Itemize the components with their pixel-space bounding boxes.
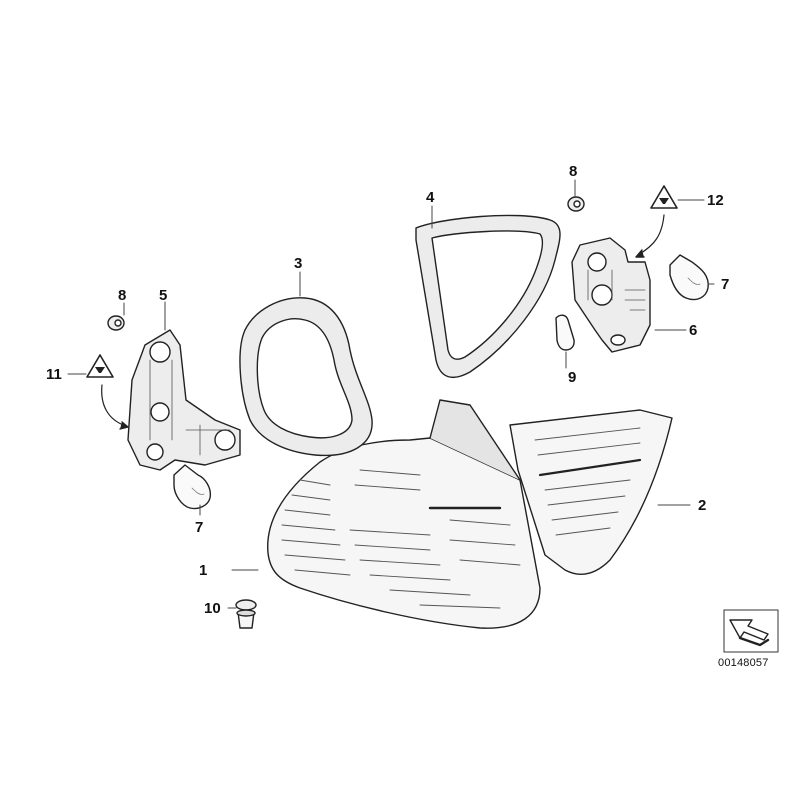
grommet-right[interactable] — [567, 196, 585, 212]
callout-9: 9 — [568, 369, 577, 386]
expanding-rivet[interactable] — [235, 599, 257, 629]
callout-3: 3 — [294, 255, 303, 272]
bulb-holder-right[interactable] — [571, 237, 651, 353]
callout-10: 10 — [204, 600, 221, 617]
callout-2: 2 — [698, 497, 707, 514]
callout-1: 1 — [199, 562, 208, 579]
gasket-outer[interactable] — [239, 297, 373, 457]
callout-8-right: 8 — [569, 163, 578, 180]
callout-7-left: 7 — [195, 519, 204, 536]
callout-7-right: 7 — [721, 276, 730, 293]
callout-12: 12 — [707, 192, 724, 209]
callout-4: 4 — [426, 189, 435, 206]
bulb-left[interactable] — [173, 464, 212, 510]
grommet-left[interactable] — [107, 315, 125, 331]
warning-label-right[interactable] — [650, 185, 678, 209]
diagram-id-icon — [723, 609, 779, 653]
callout-5: 5 — [159, 287, 168, 304]
bulb-right[interactable] — [669, 254, 709, 301]
rear-light-outer[interactable] — [267, 399, 541, 629]
small-bulb[interactable] — [555, 314, 575, 351]
callout-11: 11 — [46, 366, 62, 383]
callout-6: 6 — [689, 322, 698, 339]
diagram-id: 00148057 — [718, 657, 769, 669]
gasket-inner[interactable] — [415, 214, 561, 379]
callout-8-left: 8 — [118, 287, 127, 304]
rear-light-inner[interactable] — [509, 409, 673, 576]
bulb-holder-left[interactable] — [127, 329, 241, 471]
warning-label-left[interactable] — [86, 354, 114, 378]
